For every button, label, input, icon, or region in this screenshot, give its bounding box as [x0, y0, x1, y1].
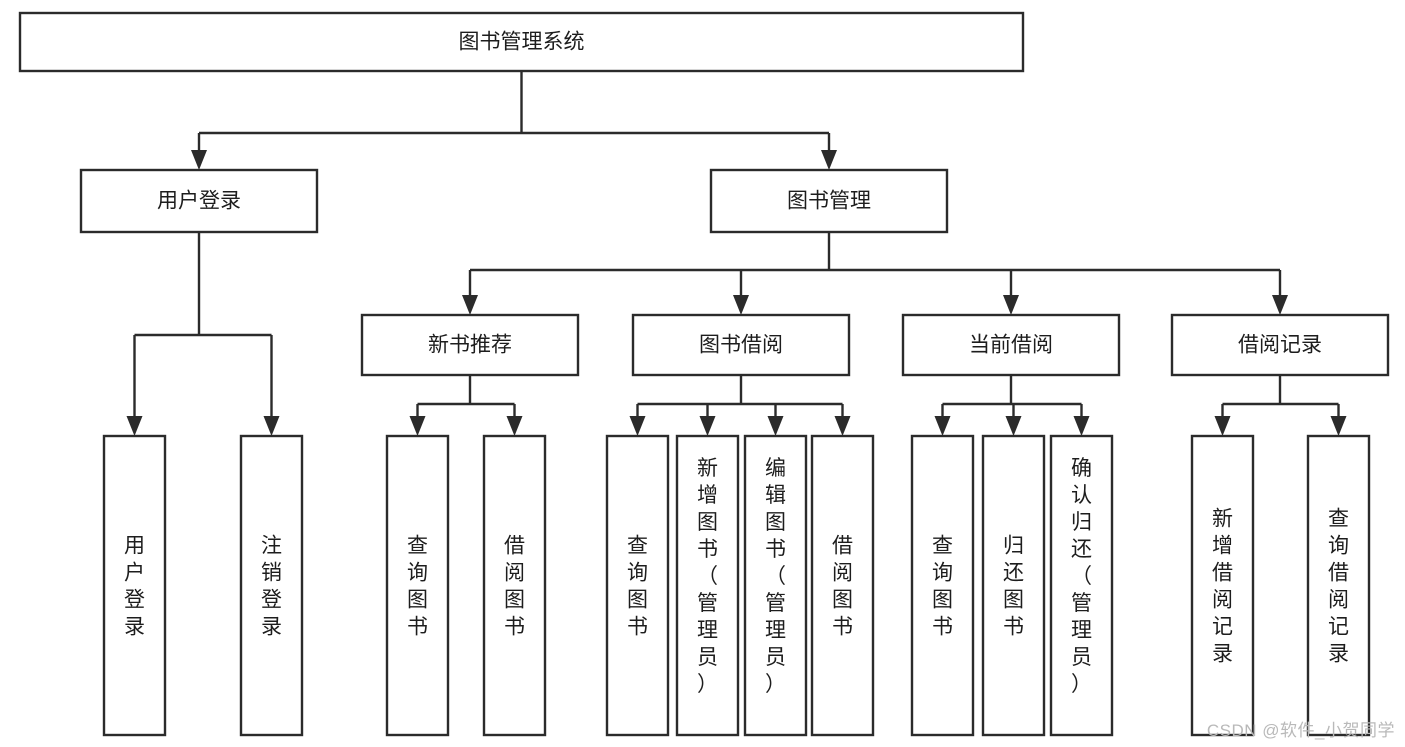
- node-box-rect: [79, 168, 319, 234]
- arrow-head-icon: [1330, 416, 1347, 436]
- node-leaf-user-logout[interactable]: 注销登录: [239, 434, 304, 737]
- node-book-borrow[interactable]: 图书借阅: [631, 313, 851, 377]
- arrow-head-icon: [126, 416, 143, 436]
- node-box-rect: [239, 434, 304, 737]
- node-leaf-add-book[interactable]: 新增图书（管理员）: [675, 434, 740, 737]
- arrow-head-icon: [1005, 416, 1022, 436]
- node-box-rect: [1049, 434, 1114, 737]
- node-leaf-return-book[interactable]: 归还图书: [981, 434, 1046, 737]
- arrow-head-icon: [733, 295, 749, 315]
- arrow-head-icon: [821, 150, 837, 170]
- node-book-manage[interactable]: 图书管理: [709, 168, 949, 234]
- node-label-vertical: 确认归还（管理员）: [1071, 457, 1092, 696]
- arrow-head-icon: [1003, 295, 1019, 315]
- arrow-head-icon: [191, 150, 207, 170]
- arrow-head-icon: [767, 416, 784, 436]
- node-box-rect: [1190, 434, 1255, 737]
- connector-lines-layer: [126, 71, 1347, 436]
- csdn-watermark: CSDN @软件_小贺同学: [1206, 721, 1395, 740]
- node-box-rect: [981, 434, 1046, 737]
- node-leaf-borrow-book-1[interactable]: 借阅图书: [482, 434, 547, 737]
- node-label: 新书推荐: [428, 334, 512, 357]
- node-label-vertical: 借阅图书: [832, 535, 853, 639]
- node-leaf-query-record[interactable]: 查询借阅记录: [1306, 434, 1371, 737]
- node-leaf-borrow-book-2[interactable]: 借阅图书: [810, 434, 875, 737]
- node-box-rect: [482, 434, 547, 737]
- node-leaf-query-book-2[interactable]: 查询图书: [605, 434, 670, 737]
- node-boxes-layer: 图书管理系统用户登录图书管理新书推荐图书借阅当前借阅借阅记录用户登录注销登录查询…: [18, 11, 1390, 737]
- arrow-head-icon: [699, 416, 716, 436]
- node-label-vertical: 查询图书: [627, 535, 648, 639]
- node-leaf-user-login[interactable]: 用户登录: [102, 434, 167, 737]
- node-label-vertical: 注销登录: [261, 535, 282, 639]
- node-leaf-query-book-1[interactable]: 查询图书: [385, 434, 450, 737]
- arrow-head-icon: [409, 416, 426, 436]
- node-box-rect: [102, 434, 167, 737]
- node-box-rect: [18, 11, 1025, 73]
- arrow-head-icon: [1214, 416, 1231, 436]
- node-borrow-record[interactable]: 借阅记录: [1170, 313, 1390, 377]
- node-label: 借阅记录: [1238, 334, 1322, 357]
- node-user-login[interactable]: 用户登录: [79, 168, 319, 234]
- node-box-rect: [360, 313, 580, 377]
- node-label: 当前借阅: [969, 334, 1053, 357]
- node-box-rect: [675, 434, 740, 737]
- node-label-vertical: 新增图书（管理员）: [697, 457, 718, 696]
- arrow-head-icon: [629, 416, 646, 436]
- node-new-book-rec[interactable]: 新书推荐: [360, 313, 580, 377]
- node-label: 图书管理: [787, 190, 871, 213]
- node-leaf-add-record[interactable]: 新增借阅记录: [1190, 434, 1255, 737]
- node-box-rect: [743, 434, 808, 737]
- node-label-vertical: 查询图书: [407, 535, 428, 639]
- node-label-vertical: 借阅图书: [504, 535, 525, 639]
- arrow-head-icon: [506, 416, 523, 436]
- node-box-rect: [910, 434, 975, 737]
- node-box-rect: [810, 434, 875, 737]
- node-label-vertical: 编辑图书（管理员）: [765, 457, 786, 696]
- arrow-head-icon: [263, 416, 280, 436]
- arrow-head-icon: [834, 416, 851, 436]
- node-label-vertical: 新增借阅记录: [1212, 508, 1233, 666]
- node-box-rect: [1306, 434, 1371, 737]
- node-root-图书管理系统[interactable]: 图书管理系统: [18, 11, 1025, 73]
- node-label: 图书借阅: [699, 334, 783, 357]
- node-leaf-edit-book[interactable]: 编辑图书（管理员）: [743, 434, 808, 737]
- node-label-vertical: 查询借阅记录: [1328, 508, 1349, 666]
- node-label: 图书管理系统: [459, 31, 585, 54]
- node-label-vertical: 归还图书: [1003, 535, 1024, 639]
- node-leaf-confirm-return[interactable]: 确认归还（管理员）: [1049, 434, 1114, 737]
- node-box-rect: [605, 434, 670, 737]
- arrow-head-icon: [1073, 416, 1090, 436]
- arrow-head-icon: [934, 416, 951, 436]
- node-label-vertical: 用户登录: [124, 535, 145, 639]
- node-label-vertical: 查询图书: [932, 535, 953, 639]
- node-label: 用户登录: [157, 190, 241, 213]
- arrow-head-icon: [1272, 295, 1288, 315]
- arrow-head-icon: [462, 295, 478, 315]
- node-box-rect: [901, 313, 1121, 377]
- node-box-rect: [1170, 313, 1390, 377]
- node-box-rect: [709, 168, 949, 234]
- node-box-rect: [385, 434, 450, 737]
- node-box-rect: [631, 313, 851, 377]
- node-current-borrow[interactable]: 当前借阅: [901, 313, 1121, 377]
- node-leaf-query-book-3[interactable]: 查询图书: [910, 434, 975, 737]
